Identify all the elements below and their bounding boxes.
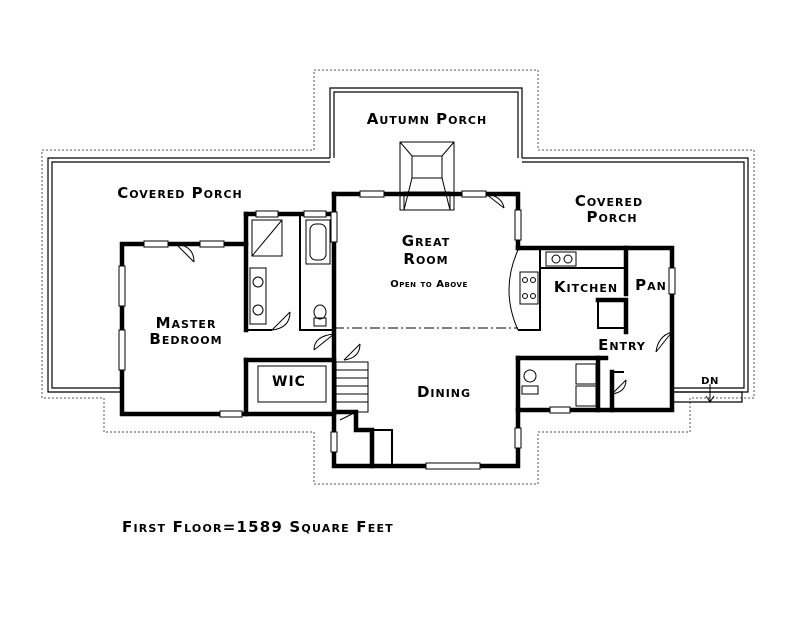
autumn-porch-railing-inner <box>333 91 519 158</box>
autumn-porch-railing <box>329 87 523 158</box>
window <box>514 427 522 449</box>
window <box>549 406 571 414</box>
pantry-wall-lower <box>595 297 629 335</box>
wic-shelf <box>257 365 327 403</box>
left-porch-railing <box>47 157 330 393</box>
shower-icon <box>251 219 283 257</box>
window <box>118 329 126 371</box>
window <box>219 410 243 418</box>
label-covered-porch-right-2: Porch <box>586 208 637 226</box>
window <box>118 265 126 307</box>
label-entry: Entry <box>598 336 646 354</box>
label-autumn-porch: Autumn Porch <box>367 110 487 128</box>
stove-icon <box>519 271 539 305</box>
label-kitchen: Kitchen <box>554 278 618 296</box>
sink-icon <box>249 267 267 325</box>
label-wic: WIC <box>272 374 306 390</box>
left-porch-railing-inner <box>51 161 330 389</box>
powder-toilet-icon <box>521 369 539 395</box>
window <box>330 211 338 243</box>
entry-steps <box>672 384 743 403</box>
door-great-room <box>485 193 505 209</box>
fireplace-icon <box>399 141 455 211</box>
washer-icon <box>575 363 597 407</box>
window <box>461 190 487 198</box>
label-great-room-1: Great <box>402 232 450 250</box>
roof-outline <box>41 69 755 485</box>
footer-area-label: First Floor=1589 Square Feet <box>122 518 394 536</box>
label-master-bedroom-1: Master <box>156 314 217 332</box>
window <box>425 462 481 470</box>
label-dining: Dining <box>417 383 471 401</box>
door-bath <box>271 311 291 331</box>
label-open-to-above: Open to Above <box>390 279 468 290</box>
window <box>330 431 338 453</box>
fridge <box>597 300 626 329</box>
window <box>303 210 327 218</box>
kitchen-sink-icon <box>545 251 577 267</box>
island-arc <box>508 249 519 331</box>
label-stair-down: DN <box>701 376 719 387</box>
kitchen-counter-west <box>518 248 541 331</box>
door-master-bedroom <box>175 243 195 263</box>
label-pantry: Pan <box>635 276 667 294</box>
label-great-room-2: Room <box>403 250 448 268</box>
tub-icon <box>305 219 331 265</box>
window <box>199 240 225 248</box>
label-master-bedroom-2: Bedroom <box>149 330 222 348</box>
bath-partition <box>299 214 334 331</box>
door-entry <box>611 331 673 395</box>
kitchen-walls <box>515 245 675 413</box>
window <box>514 209 522 241</box>
label-covered-porch-right-1: Covered <box>575 192 643 210</box>
stairs <box>333 361 393 469</box>
window <box>255 210 279 218</box>
window <box>668 267 676 295</box>
door-hall <box>313 333 361 361</box>
right-porch-railing-inner <box>522 161 745 389</box>
window <box>143 240 169 248</box>
window <box>359 190 385 198</box>
toilet-icon <box>313 304 327 327</box>
label-covered-porch-left: Covered Porch <box>117 184 243 202</box>
